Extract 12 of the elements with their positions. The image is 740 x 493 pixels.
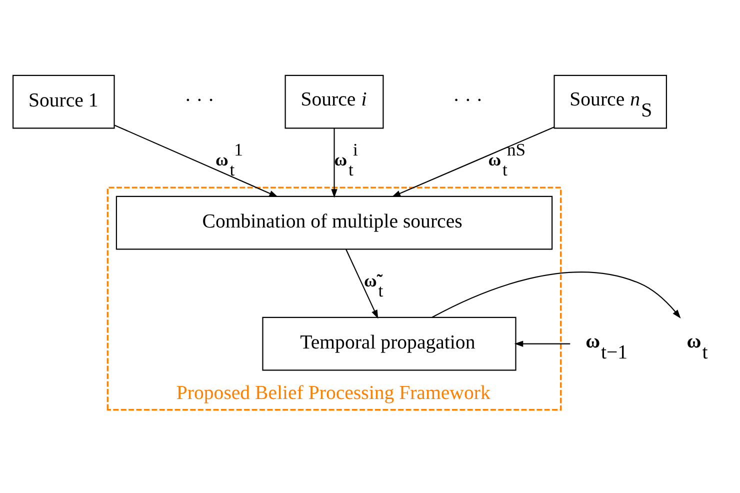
arrow [432,271,681,318]
arrow [346,248,378,318]
node-box: Source 1 [12,74,115,128]
node-box: Temporal propagation [262,316,516,370]
label: · · · [184,89,214,112]
arrow [114,124,278,197]
node-box: Source i [284,74,384,128]
arrow [392,126,554,196]
node-box: Combination of multiple sources [116,195,553,250]
arrow [514,340,570,346]
label: · · · [453,89,483,112]
arrow [331,128,338,198]
